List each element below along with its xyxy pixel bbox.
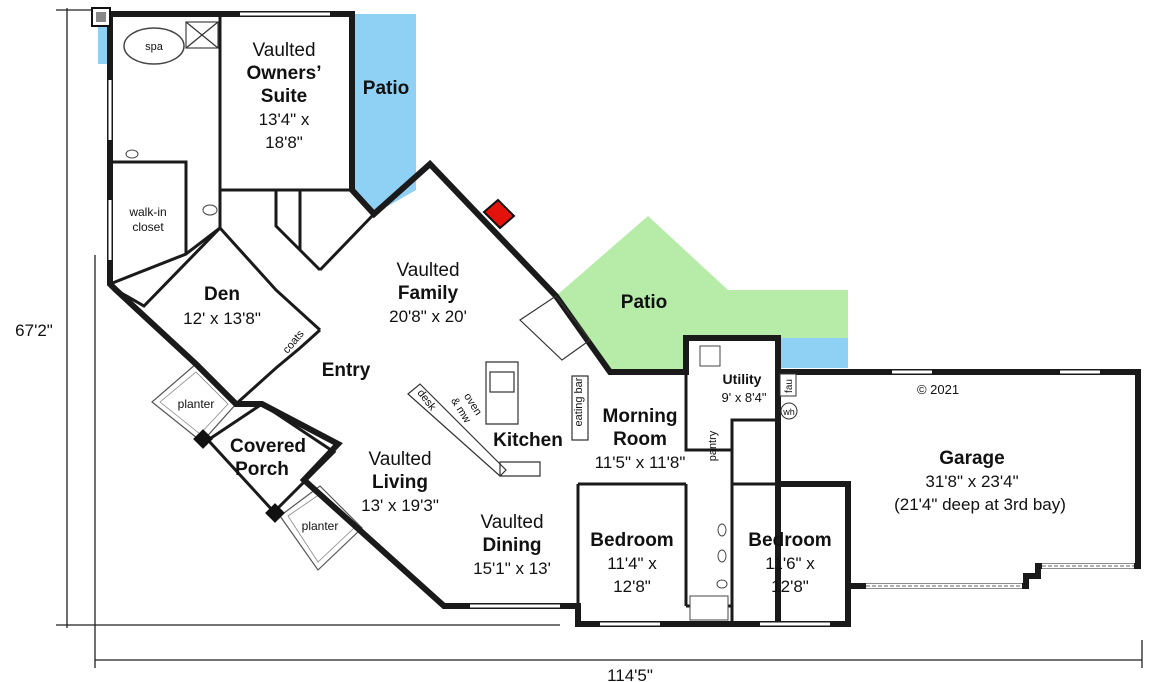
dining-label-2: Dining [482, 535, 541, 556]
owners-label-2: Owners’ [247, 63, 322, 84]
living-label-3: 13' x 19'3" [361, 496, 439, 515]
water-heater [780, 402, 798, 420]
bedroom1-label-1: Bedroom [590, 530, 673, 551]
den-label-1: Den [204, 284, 240, 305]
bath2-sink2 [717, 549, 727, 563]
owners-label-3: Suite [261, 86, 307, 107]
bath2-toilet [716, 579, 728, 589]
copyright-label: © 2021 [917, 382, 959, 397]
living-label-1: Vaulted [368, 449, 431, 470]
porch-label-2: Porch [235, 459, 289, 480]
pantry-label: pantry [707, 430, 719, 461]
owners-label-5: 18'8" [265, 133, 303, 152]
planter-bottom-label: planter [302, 519, 339, 533]
wh-label: wh [782, 407, 795, 417]
dining-label-3: 15'1" x 13' [473, 559, 551, 578]
family-label-2: Family [398, 283, 459, 304]
garage-label-1: Garage [939, 448, 1004, 469]
sink-owners [125, 149, 139, 159]
planter-top-inner [159, 371, 229, 435]
width-dimension: 114'5" [607, 666, 653, 682]
fireplace [482, 198, 516, 230]
washer [699, 345, 721, 367]
fau-label: fau [784, 379, 795, 393]
desk-label: desk [414, 387, 438, 413]
fau-box [779, 373, 797, 397]
depth-dimension: 67'2" [15, 321, 53, 340]
planter-top-label: planter [178, 397, 215, 411]
kitchen-label: Kitchen [493, 430, 563, 451]
bedroom1-label-2: 11'4" x [607, 554, 657, 573]
family-label-1: Vaulted [396, 260, 459, 281]
dimension-lines [56, 8, 1143, 668]
bedroom2-label-1: Bedroom [748, 530, 831, 551]
walkin-label-2: closet [132, 220, 164, 234]
interior-walls [109, 14, 848, 624]
shower [185, 21, 219, 49]
kitchen-counters [407, 295, 591, 477]
patio-small-blue [778, 338, 848, 368]
windows [108, 12, 1100, 626]
morning-label-1: Morning [603, 406, 678, 427]
bedroom1-label-3: 12'8" [613, 577, 651, 596]
utility-label-2: 9' x 8'4" [722, 390, 767, 405]
bedroom2-label-3: 12'8" [771, 577, 809, 596]
bath2-sink1 [717, 523, 727, 537]
den-label-2: 12' x 13'8" [183, 309, 261, 328]
morning-label-2: Room [613, 429, 667, 450]
walkin-label-1: walk-in [128, 205, 166, 219]
house-floor [107, 11, 851, 627]
porch-column-1 [193, 429, 213, 449]
patio-mid-label: Patio [621, 292, 667, 313]
patio-mid-area [556, 216, 848, 372]
dining-label-1: Vaulted [480, 512, 543, 533]
entry-label: Entry [322, 360, 371, 381]
utility-label-1: Utility [723, 371, 762, 387]
garage-label-2: 31'8" x 23'4" [925, 472, 1018, 491]
porch-column-2 [265, 503, 285, 523]
owners-label-4: 13'4" x [259, 110, 310, 129]
living-label-2: Living [372, 472, 428, 493]
shower-x2 [185, 21, 219, 49]
garage-label-3: (21'4" deep at 3rd bay) [894, 495, 1066, 514]
eating-bar-label: eating bar [573, 377, 585, 426]
morning-label-3: 11'5" x 11'8" [595, 453, 686, 472]
spa-label: spa [145, 41, 164, 53]
owners-label-1: Vaulted [252, 40, 315, 61]
bedroom2-label-2: 11'6" x [765, 554, 815, 573]
bath2-tub [689, 595, 729, 621]
porch-label-1: Covered [230, 436, 306, 457]
spa-tub [123, 27, 185, 65]
owners-chimney-inner [96, 12, 106, 22]
patio-top-area [352, 14, 416, 214]
patio-top-label: Patio [363, 78, 409, 99]
family-label-3: 20'8" x 20' [389, 307, 467, 326]
toilet-owners [202, 204, 218, 216]
